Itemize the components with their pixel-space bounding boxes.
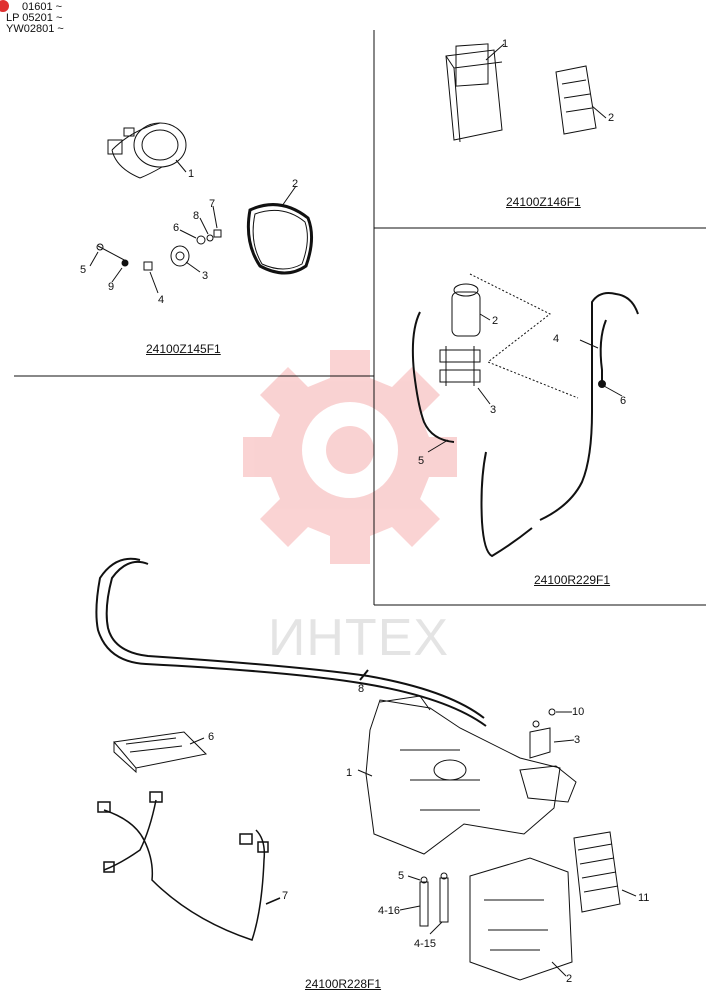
hose-routing-outline — [469, 273, 579, 399]
pulley-bolt-set — [89, 205, 222, 294]
callout: 2 — [608, 112, 615, 124]
heater-group — [95, 557, 637, 981]
callout: 2 — [292, 178, 299, 190]
controller-group — [445, 43, 607, 143]
wiring-harness-icon — [97, 791, 281, 941]
callout: 6 — [620, 395, 627, 407]
callout: 6 — [173, 222, 180, 234]
callout: 5 — [80, 264, 87, 276]
compressor-group — [89, 122, 313, 294]
bracket-icon — [529, 708, 575, 759]
callout: 5 — [418, 455, 425, 467]
section-dividers — [14, 30, 706, 606]
compressor-icon — [107, 122, 187, 179]
long-hose-icon — [95, 557, 487, 727]
controller-panel-icon — [555, 65, 607, 135]
drive-belt-icon — [246, 185, 313, 275]
callout: 3 — [574, 734, 581, 746]
serial-line-3: YW02801 ~ — [6, 23, 64, 35]
serial-line-1: 01601 ~ — [22, 1, 63, 13]
callout: 2 — [492, 315, 499, 327]
serial-line-2: LP 05201 ~ — [6, 12, 63, 24]
piping-caption: 24100R229F1 — [534, 573, 611, 587]
callout: 1 — [188, 168, 195, 180]
heater-core-icon — [573, 831, 637, 913]
receiver-drier-icon — [451, 283, 491, 337]
controller-box-icon — [445, 43, 505, 143]
callout: 4 — [158, 294, 165, 306]
callout: 4-16 — [378, 905, 401, 917]
callout: 3 — [202, 270, 209, 282]
callout: 6 — [208, 731, 215, 743]
drain-tubes-icon — [399, 872, 449, 935]
callout: 4-15 — [414, 938, 437, 950]
refrigerant-hoses — [411, 292, 639, 558]
piping-group — [411, 273, 639, 558]
heater-unit-icon — [357, 695, 577, 855]
callout: 3 — [490, 404, 497, 416]
header-mark-icon — [0, 0, 9, 12]
callout: 1 — [346, 767, 353, 779]
callout: 7 — [209, 198, 216, 210]
callout: 1 — [502, 38, 509, 50]
heater-caption: 24100R228F1 — [305, 977, 382, 991]
callout: 5 — [398, 870, 405, 882]
bracket-clamp-icon — [439, 346, 491, 405]
callout: 11 — [638, 892, 650, 904]
callout: 10 — [572, 706, 585, 718]
callout: 2 — [566, 973, 573, 985]
control-panel-icon — [113, 731, 208, 774]
watermark-gear-icon — [243, 350, 457, 564]
blower-housing-icon — [469, 857, 573, 981]
controller-caption: 24100Z146F1 — [506, 195, 581, 209]
callout: 4 — [553, 333, 560, 345]
watermark-text: ИНТЕХ — [268, 609, 450, 667]
callout: 9 — [108, 281, 115, 293]
callout: 8 — [358, 683, 365, 695]
callout: 7 — [282, 890, 289, 902]
callout: 8 — [193, 210, 200, 222]
compressor-caption: 24100Z145F1 — [146, 342, 221, 356]
